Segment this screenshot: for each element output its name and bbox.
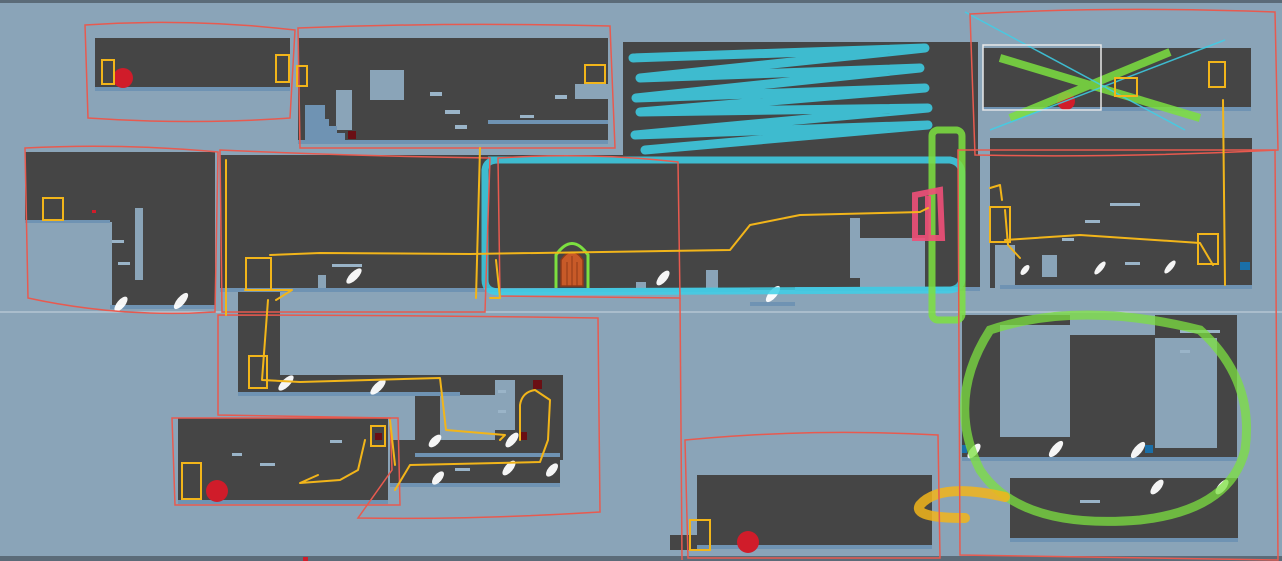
room-left-upper <box>25 152 215 222</box>
red-marker <box>92 210 96 213</box>
player-ball <box>206 480 228 502</box>
room-bottom-center <box>697 475 932 545</box>
player-ball <box>113 68 133 88</box>
map-frame-top <box>0 0 1282 3</box>
hazard-block <box>348 131 356 139</box>
room-bottom-center-ledge <box>670 535 700 550</box>
hazard-block <box>533 380 542 389</box>
red-marker <box>303 557 308 561</box>
hazard-block <box>375 433 382 440</box>
room-right-bottom <box>1010 478 1238 540</box>
player-ball <box>737 531 759 553</box>
